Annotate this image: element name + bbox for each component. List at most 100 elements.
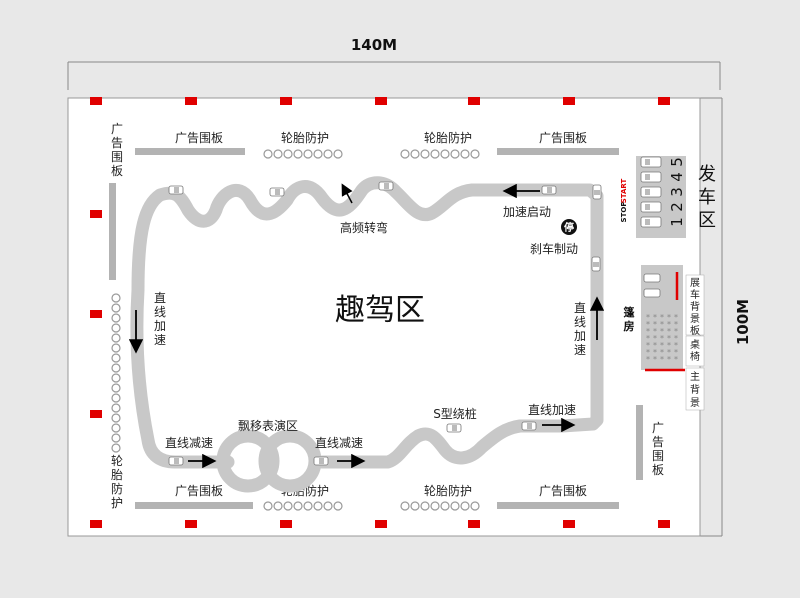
chair-mark: * [660,320,664,329]
tire [111,413,121,423]
svg-text:桌: 桌 [690,338,700,351]
flag [375,97,387,105]
tire [111,443,121,453]
svg-text:轮: 轮 [111,454,123,468]
svg-text:护: 护 [111,496,123,510]
svg-text:主: 主 [690,371,700,383]
start-area-title-2: 车 [698,187,716,208]
flag [468,97,480,105]
start-area-title-3: 区 [698,210,716,231]
tire [450,149,460,159]
tire [440,501,450,511]
svg-text:板: 板 [690,324,700,337]
car [592,184,602,200]
svg-text:景: 景 [690,397,700,409]
ad-board-right-label: 广 告 围 板 [652,421,664,477]
flags [90,97,670,528]
chair-mark: * [646,327,650,336]
brake-badge [561,219,577,235]
svg-text:直: 直 [574,301,586,315]
tire [323,501,333,511]
tire [420,149,430,159]
tire [283,149,293,159]
car [168,456,184,466]
chair-mark: * [660,341,664,350]
tire [111,373,121,383]
flag [90,97,102,105]
svg-text:围: 围 [111,150,123,164]
lane-number: 1 [668,217,686,227]
chair-mark: * [660,327,664,336]
ad-board-bottom-right [497,502,619,509]
flag [280,97,292,105]
straight-decel-right-label: 直线减速 [315,436,363,450]
tire-guard-left-label: 轮 胎 防 护 [111,454,123,510]
ad-board-top-left [135,148,245,155]
tire-guard-top-left-label: 轮胎防护 [281,130,329,145]
tire [111,353,121,363]
ad-board-bottom-left-label: 广告围板 [175,484,223,498]
tire [333,149,343,159]
main-board-box [685,367,705,411]
chair-mark: * [667,313,671,322]
svg-text:椅: 椅 [690,350,700,363]
tire [460,501,470,511]
svg-text:篷: 篷 [624,305,636,319]
chair-mark: * [667,355,671,364]
ad-board-right [636,405,643,480]
tire [293,149,303,159]
tables-box [685,335,705,367]
tire [430,501,440,511]
flag [185,520,197,528]
tire [303,149,313,159]
flag [90,520,102,528]
tire [111,383,121,393]
chair-mark: * [667,341,671,350]
exhibit-board-box [685,274,705,336]
tire [400,501,410,511]
ad-board-left-label: 广 告 围 板 [111,122,123,178]
exhibit-car [643,288,661,298]
tire [293,501,303,511]
svg-text:胎: 胎 [111,468,123,482]
tire-row-top-left [263,149,343,159]
lane-number: 4 [668,172,686,182]
chair-mark: * [653,355,657,364]
svg-text:板: 板 [111,164,123,178]
accel-start-label: 加速启动 [503,205,551,219]
height-label: 100M [734,299,752,345]
tire-column-left [111,293,121,453]
side-facilities: *********************************** 篷 房 … [624,265,705,480]
chair-mark: * [653,313,657,322]
height-dimension: 100M [700,97,752,537]
tire [111,333,121,343]
tire [263,501,273,511]
car [521,421,537,431]
chair-mark: * [674,334,678,343]
chair-mark: * [646,320,650,329]
svg-text:速: 速 [154,333,166,347]
lane-slot: 4 [640,171,686,183]
lane-slot: 2 [640,201,686,213]
chair-mark: * [646,313,650,322]
high-frequency-turn-label: 高频转弯 [340,220,388,235]
flag [185,97,197,105]
chair-mark: * [667,334,671,343]
tire [111,363,121,373]
tire [400,149,410,159]
chair-mark: * [653,341,657,350]
width-dimension: 140M [67,36,721,90]
tire-row-bottom-right [400,501,480,511]
start-text: START [620,179,628,204]
svg-text:广: 广 [111,122,123,136]
chair-mark: * [653,327,657,336]
chairs: *********************************** [643,273,678,364]
car [168,185,184,195]
chair-mark: * [660,348,664,357]
svg-text:背: 背 [690,300,700,313]
drift-circle-left [216,429,280,493]
tire [420,501,430,511]
ad-board-top-left-label: 广告围板 [175,131,223,145]
chair-mark: * [674,341,678,350]
flag [375,520,387,528]
